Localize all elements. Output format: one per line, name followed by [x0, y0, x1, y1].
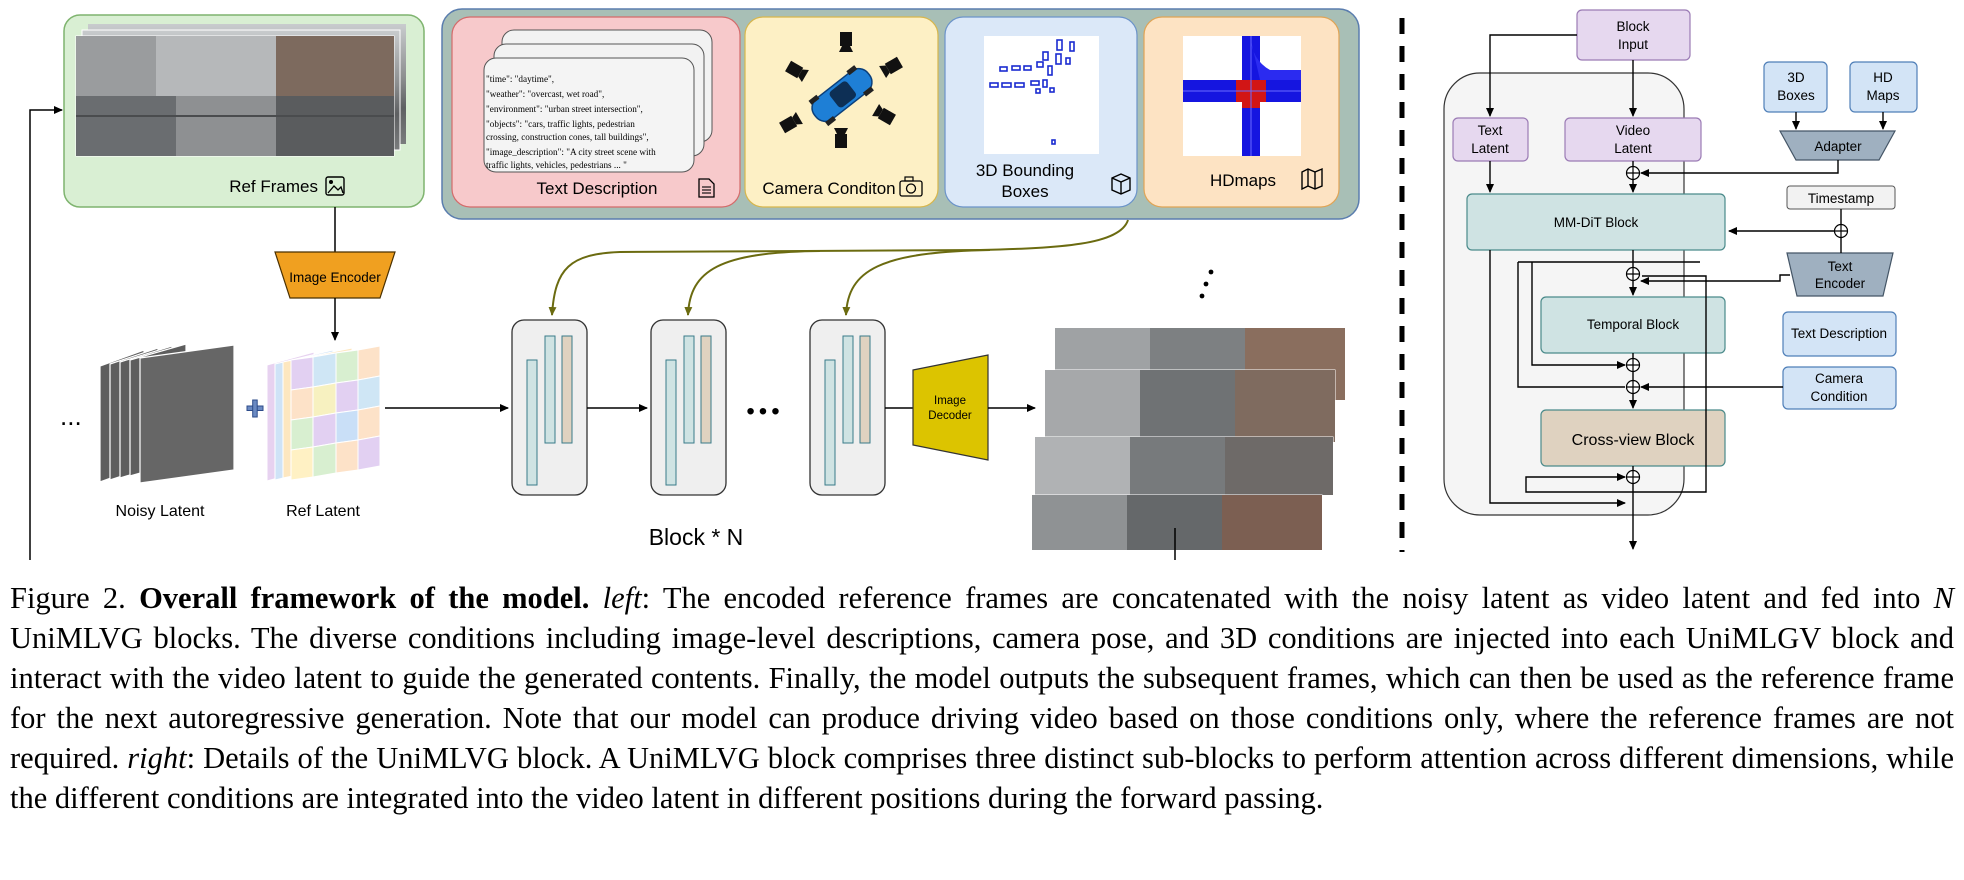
block-input-box: Block Input: [1576, 9, 1691, 61]
image-decoder-label-line2: Decoder: [928, 410, 972, 422]
camera-condition-card: Camera Conditon: [744, 16, 939, 208]
image-decoder: Image Decoder: [912, 354, 989, 461]
text-latent-label-line1: Text: [1478, 123, 1503, 138]
mmdit-label: MM-DiT Block: [1554, 215, 1639, 230]
text-latent-label-line2: Latent: [1471, 141, 1509, 156]
text-encoder-box: Text Encoder: [1786, 252, 1894, 297]
noisy-latent-label: Noisy Latent: [116, 503, 205, 520]
camera-condition-label: Camera Conditon: [762, 179, 895, 198]
image-icon: [325, 176, 345, 196]
text-desc-line-6: traffic lights, vehicles, pedestrians ..…: [486, 160, 627, 170]
detail-connections: [1486, 34, 1887, 550]
text-latent-box: Text Latent: [1452, 117, 1529, 162]
condition-injection-arrows: [548, 219, 1129, 316]
camera-markers: [779, 32, 903, 148]
boxes-3d-label-line1: 3D: [1787, 70, 1805, 85]
block-n-label: Block * N: [649, 524, 744, 550]
block-input-label-line2: Input: [1618, 37, 1648, 52]
image-encoder-label: Image Encoder: [289, 270, 381, 285]
boxes-3d-box: 3D Boxes: [1763, 61, 1828, 113]
camera-condition-box: Camera Condition: [1782, 366, 1897, 410]
ref-frames-label: Ref Frames: [229, 177, 318, 196]
boxes-3d-label-line2: Boxes: [1777, 88, 1815, 103]
text-description-label: Text Description: [537, 179, 658, 198]
adapter-label: Adapter: [1814, 139, 1862, 154]
temporal-label: Temporal Block: [1587, 317, 1680, 332]
mmdit-block: MM-DiT Block: [1466, 193, 1726, 251]
cube-icon: [1111, 173, 1131, 195]
hdmap-roads: [1183, 36, 1301, 156]
text-description-right-label: Text Description: [1791, 326, 1887, 341]
hdmaps-card: HDmaps: [1143, 16, 1340, 208]
caption-title: Overall framework of the model.: [139, 581, 590, 615]
hd-maps-label-line1: HD: [1873, 70, 1893, 85]
map-icon: [1301, 167, 1323, 191]
unimlvg-block-n: [809, 319, 886, 496]
text-desc-line-0: "time": "daytime",: [486, 74, 554, 84]
ref-latent-stack: Ref Latent: [266, 345, 381, 520]
bounding-boxes-card: 3D Bounding Boxes: [944, 16, 1138, 208]
image-decoder-label-line1: Image: [934, 395, 966, 407]
ref-frames-images: [75, 24, 406, 157]
caption-left-tag: left: [602, 581, 642, 615]
text-desc-line-5: "image_description": "A city street scen…: [486, 147, 656, 157]
caption-part-1: : The encoded reference frames are conca…: [641, 581, 1934, 615]
video-latent-label-line1: Video: [1616, 123, 1650, 138]
ref-latent-label: Ref Latent: [286, 503, 360, 520]
camera-condition-label-line1: Camera: [1815, 371, 1864, 386]
video-latent-box: Video Latent: [1564, 117, 1702, 162]
hdmaps-label: HDmaps: [1210, 171, 1276, 190]
text-encoder-label-line1: Text: [1828, 259, 1853, 274]
caption-right-tag: right: [127, 741, 187, 775]
box-marks: [989, 39, 1075, 145]
image-encoder: Image Encoder: [274, 251, 396, 299]
autoregressive-feedback-arrow: [29, 106, 1176, 560]
timestamp-label: Timestamp: [1808, 191, 1874, 206]
noisy-latent-stack: ... Noisy Latent: [60, 343, 235, 520]
temporal-block: Temporal Block: [1540, 296, 1726, 354]
conditions-panel: "time": "daytime", "weather": "overcast,…: [441, 8, 1360, 220]
text-description-box: Text Description: [1782, 311, 1897, 357]
text-encoder-label-line2: Encoder: [1815, 276, 1866, 291]
plus-icon: [246, 399, 264, 418]
text-description-card: "time": "daytime", "weather": "overcast,…: [451, 16, 741, 208]
camera-condition-label-line2: Condition: [1810, 389, 1867, 404]
figure-number: Figure 2.: [10, 581, 126, 615]
text-desc-line-1: "weather": "overcast, wet road",: [486, 89, 604, 99]
ref-frames-panel: Ref Frames: [63, 14, 425, 208]
timestamp-box: Timestamp: [1786, 185, 1896, 210]
car-icon: [808, 65, 874, 127]
output-frames: [1031, 328, 1345, 551]
text-desc-line-3: "objects": "cars, traffic lights, pedest…: [486, 119, 635, 129]
blocks-ellipsis: •••: [746, 398, 783, 425]
adapter-box: Adapter: [1778, 130, 1897, 161]
crossview-block: Cross-view Block: [1540, 409, 1726, 467]
hd-maps-label-line2: Maps: [1866, 88, 1899, 103]
caption-part-2: UniMLVG blocks. The diverse conditions i…: [10, 621, 1954, 775]
ref-latent-grid: [290, 345, 381, 481]
text-desc-line-2: "environment": "urban street intersectio…: [486, 104, 643, 114]
caption-n-symbol: N: [1933, 581, 1955, 615]
figure-caption: Figure 2. Overall framework of the model…: [10, 578, 1954, 818]
unimlvg-block-2: [650, 319, 727, 496]
unimlvg-block-1: [511, 319, 588, 496]
crossview-label: Cross-view Block: [1572, 432, 1696, 449]
block-input-label-line1: Block: [1616, 19, 1649, 34]
document-icon: [698, 178, 715, 198]
camera-icon: [899, 176, 923, 197]
hd-maps-box: HD Maps: [1849, 61, 1918, 113]
left-ellipsis: ...: [60, 401, 82, 431]
vertical-ellipsis: [1199, 269, 1214, 299]
caption-part-3: : Details of the UniMLVG block. A UniMLV…: [10, 741, 1954, 815]
text-desc-line-4: crossing, construction cones, tall build…: [486, 132, 649, 142]
bounding-boxes-label-line1: 3D Bounding: [976, 161, 1074, 180]
bounding-boxes-label-line2: Boxes: [1001, 182, 1048, 201]
unimlvg-block-detail: Block Input Text Latent Video Latent 3D …: [1443, 9, 1918, 550]
video-latent-label-line2: Latent: [1614, 141, 1652, 156]
